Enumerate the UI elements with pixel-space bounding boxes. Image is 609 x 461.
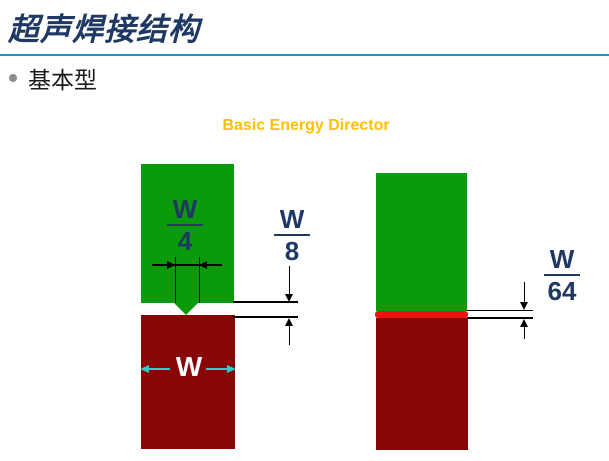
dim-arrow-up-icon bbox=[285, 318, 293, 326]
dim-arrow-up-icon bbox=[520, 319, 528, 327]
w4-dim-line bbox=[152, 264, 222, 266]
film-thickness-numerator: W bbox=[549, 244, 575, 274]
director-height-numerator: W bbox=[279, 204, 305, 234]
w64-dim-line-upper bbox=[523, 282, 525, 304]
left-upper-part bbox=[141, 164, 234, 303]
fraction-bar bbox=[167, 224, 203, 226]
director-width-numerator: W bbox=[172, 194, 198, 224]
w4-ext-line-right bbox=[198, 257, 200, 303]
part-width-label: W bbox=[175, 351, 203, 382]
dim-arrow-down-icon bbox=[520, 302, 528, 310]
w4-ext-line-left bbox=[174, 257, 176, 303]
width-arrow-right-icon bbox=[227, 364, 236, 373]
w8-dim-line-lower bbox=[288, 326, 290, 345]
director-height-denominator: 8 bbox=[284, 236, 300, 266]
title-divider bbox=[0, 54, 609, 56]
dim-arrow-right-icon bbox=[167, 261, 175, 269]
dim-arrow-down-icon bbox=[285, 293, 293, 302]
right-lower-part bbox=[376, 317, 468, 450]
fraction-bar bbox=[544, 274, 580, 276]
fraction-bar bbox=[274, 234, 310, 236]
film-thickness-denominator: 64 bbox=[547, 276, 577, 306]
director-width-denominator: 4 bbox=[177, 226, 193, 256]
w8-ext-line-bottom bbox=[233, 316, 298, 318]
w8-ext-line-top bbox=[233, 301, 298, 303]
director-width-label: W 4 bbox=[165, 194, 205, 256]
director-film-strip bbox=[374, 311, 468, 318]
diagram-heading: Basic Energy Director bbox=[222, 117, 390, 134]
bullet-label: 基本型 bbox=[28, 68, 97, 93]
slide-title: 超声焊接结构 bbox=[8, 12, 200, 48]
w8-dim-line-upper bbox=[288, 266, 290, 296]
dim-arrow-left-icon bbox=[199, 261, 207, 269]
width-arrow-right-line bbox=[206, 368, 232, 370]
bullet-dot-icon bbox=[9, 74, 17, 82]
director-height-label: W 8 bbox=[272, 204, 312, 266]
right-upper-part bbox=[376, 173, 467, 311]
w64-dim-line-lower bbox=[523, 327, 525, 339]
film-thickness-label: W 64 bbox=[542, 244, 582, 306]
width-arrow-left-icon bbox=[140, 364, 149, 373]
w64-ext-line-top bbox=[467, 309, 533, 311]
width-arrow-left-line bbox=[144, 368, 170, 370]
energy-director-triangle bbox=[173, 302, 199, 315]
left-lower-part bbox=[141, 315, 235, 449]
w64-ext-line-bottom bbox=[467, 317, 533, 319]
